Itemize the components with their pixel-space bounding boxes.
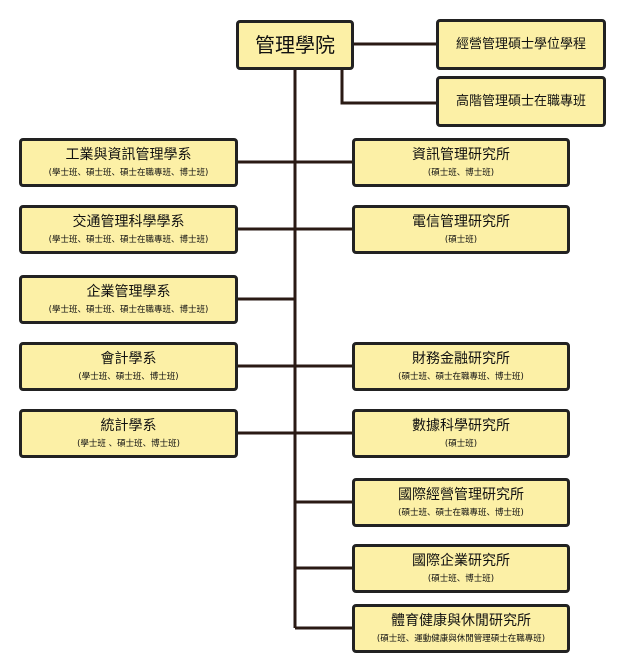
department-title: 企業管理學系 [86,284,171,300]
institute-title: 資訊管理研究所 [412,147,510,163]
department-title: 會計學系 [100,351,157,367]
department-box-2: 交通管理科學學系 (學士班、碩士班、碩士在職專班、博士班) [19,205,238,254]
department-box-1: 工業與資訊管理學系 (學士班、碩士班、碩士在職專班、博士班) [19,138,238,187]
institute-title: 數據科學研究所 [412,418,510,434]
department-box-3: 企業管理學系 (學士班、碩士班、碩士在職專班、博士班) [19,275,238,324]
department-box-4: 會計學系 (學士班、碩士班、博士班) [19,342,238,391]
department-degrees: (學士班、碩士班、博士班) [78,371,179,382]
institute-box-2: 電信管理研究所 (碩士班) [352,205,570,254]
institute-title: 財務金融研究所 [412,351,510,367]
root-title: 管理學院 [255,33,335,57]
institute-title: 體育健康與休閒研究所 [391,613,531,629]
program-box-1: 經營管理碩士學位學程 [436,19,606,70]
institute-degrees: (碩士班、碩士在職專班、博士班) [398,371,524,382]
department-degrees: (學士班、碩士班、碩士在職專班、博士班) [48,234,209,245]
institute-degrees: (碩士班、博士班) [427,573,495,584]
department-title: 統計學系 [100,418,157,434]
institute-degrees: (碩士班) [444,438,478,449]
department-title: 工業與資訊管理學系 [65,147,192,163]
institute-box-5: 國際經營管理研究所 (碩士班、碩士在職專班、博士班) [352,478,570,527]
root-college-box: 管理學院 [236,20,354,70]
institute-degrees: (碩士班、運動健康與休閒管理碩士在職專班) [376,633,546,644]
institute-box-7: 體育健康與休閒研究所 (碩士班、運動健康與休閒管理碩士在職專班) [352,604,570,653]
institute-degrees: (碩士班、碩士在職專班、博士班) [398,507,524,518]
institute-title: 電信管理研究所 [412,214,510,230]
department-degrees: (學士班、碩士班、碩士在職專班、博士班) [48,167,209,178]
department-title: 交通管理科學學系 [72,214,185,230]
department-degrees: (學士班 、碩士班、博士班) [77,438,180,449]
program-title: 高階管理碩士在職專班 [455,93,586,109]
institute-title: 國際經營管理研究所 [398,487,524,503]
institute-degrees: (碩士班) [444,234,478,245]
institute-degrees: (碩士班、博士班) [427,167,495,178]
institute-box-1: 資訊管理研究所 (碩士班、博士班) [352,138,570,187]
institute-title: 國際企業研究所 [412,553,510,569]
program-box-2: 高階管理碩士在職專班 [436,76,606,127]
institute-box-4: 數據科學研究所 (碩士班) [352,409,570,458]
institute-box-6: 國際企業研究所 (碩士班、博士班) [352,544,570,593]
program-title: 經營管理碩士學位學程 [455,36,586,52]
institute-box-3: 財務金融研究所 (碩士班、碩士在職專班、博士班) [352,342,570,391]
root-to-program-2 [340,68,438,105]
department-box-5: 統計學系 (學士班 、碩士班、博士班) [19,409,238,458]
department-degrees: (學士班、碩士班、碩士在職專班、博士班) [48,304,209,315]
